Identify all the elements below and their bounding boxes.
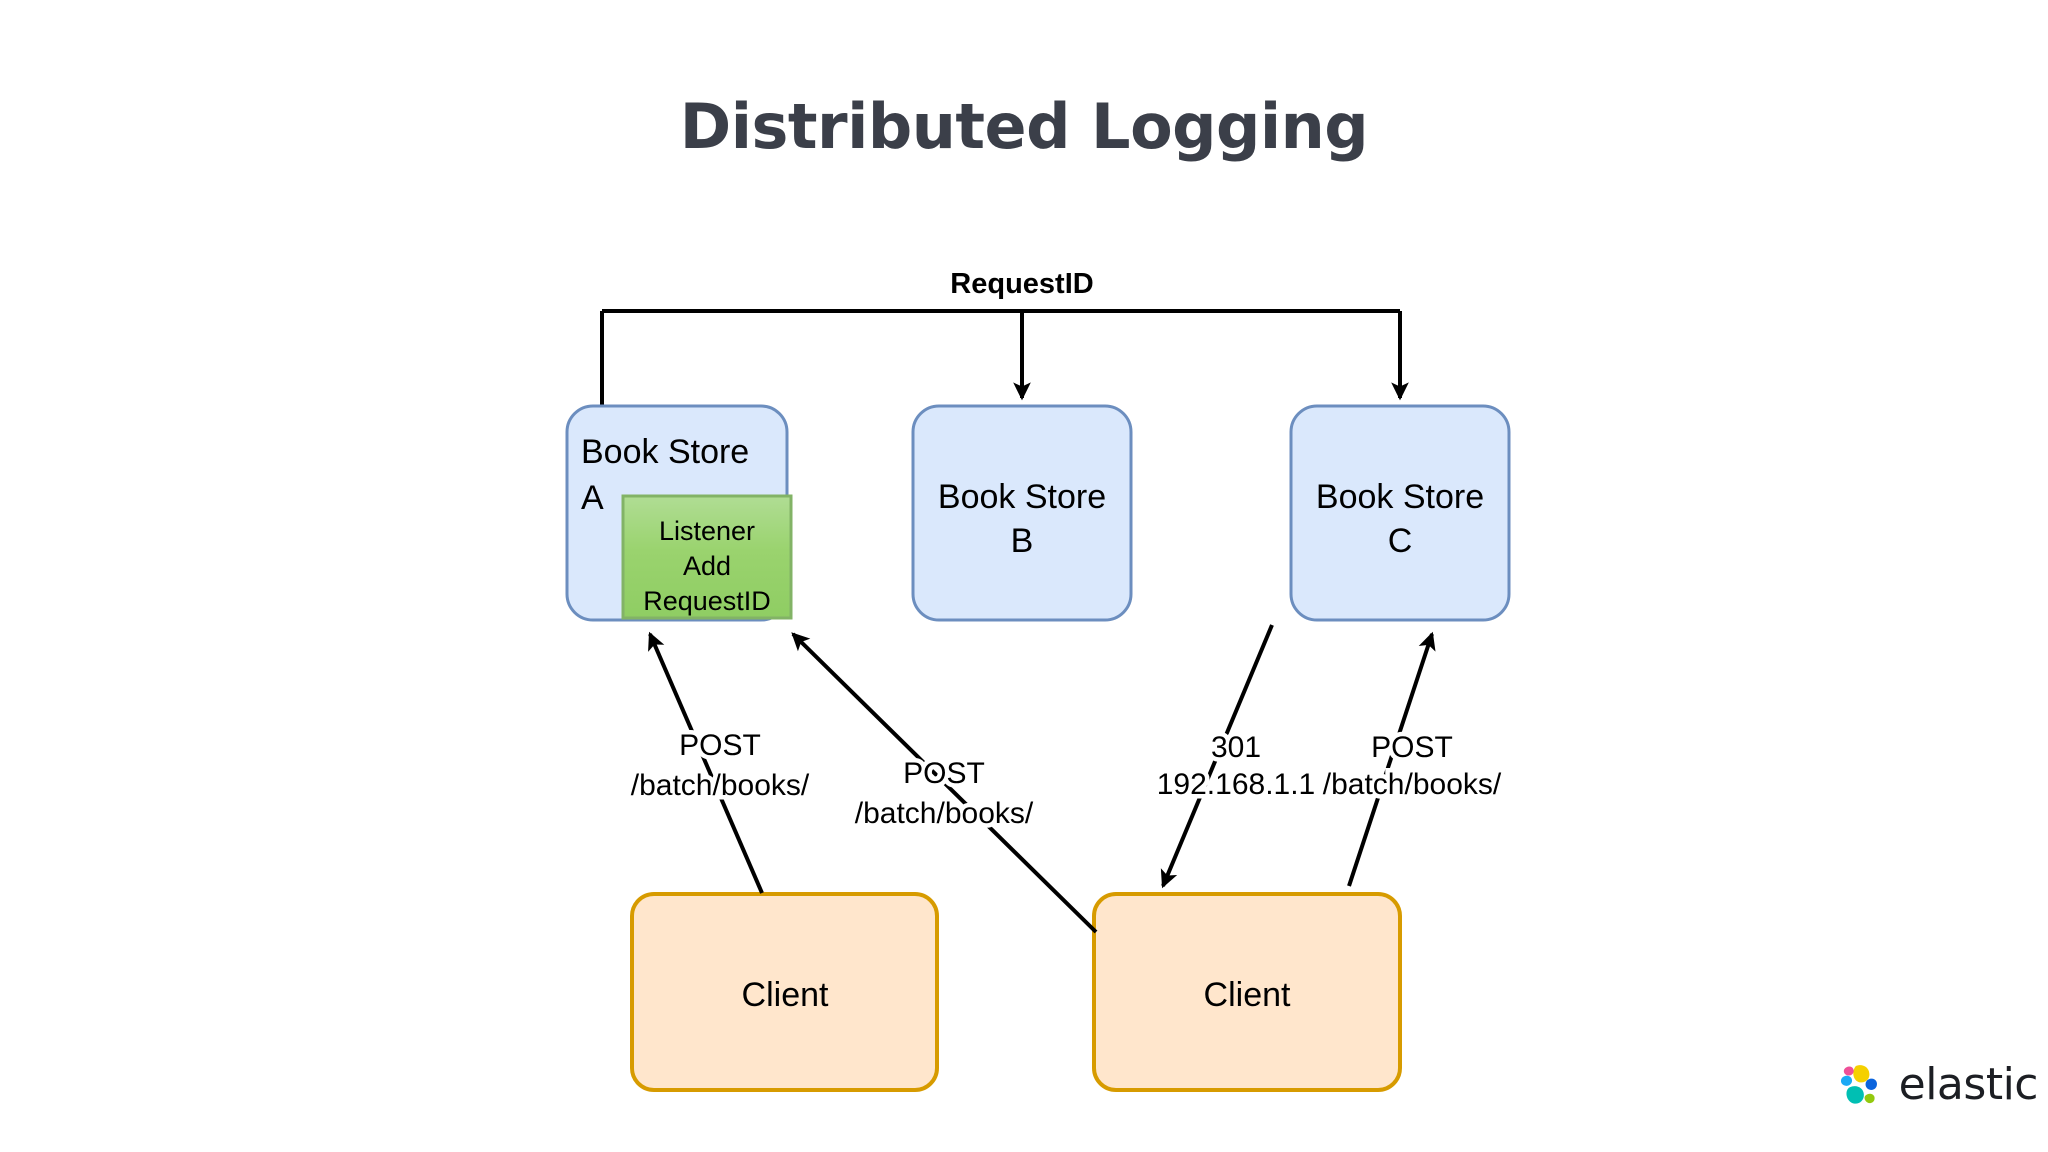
book-store-a-label-line1: Book Store <box>581 433 749 471</box>
node-listener-add-requestid[interactable]: Listener Add RequestID <box>621 494 793 620</box>
edge-label-post-right-client-to-c: POST /batch/books/ <box>1318 727 1506 806</box>
book-store-b-label-line1: Book Store <box>938 478 1106 516</box>
listener-label-line1: Listener <box>659 516 755 546</box>
elastic-cluster-icon <box>1840 1065 1877 1104</box>
book-store-b-label-line2: B <box>1011 522 1034 560</box>
edge-label-post-left-client: POST /batch/books/ <box>626 725 814 807</box>
client-right-box <box>1092 892 1402 1092</box>
elastic-wordmark: elastic <box>1898 1059 2039 1110</box>
node-client-right[interactable]: Client <box>1092 892 1402 1092</box>
listener-box <box>621 494 793 620</box>
edge-label-post-right-client-to-a: POST /batch/books/ <box>850 753 1038 835</box>
book-store-c-label-line1: Book Store <box>1316 478 1484 516</box>
requestid-tree: RequestID <box>600 268 1409 409</box>
elastic-logo: elastic <box>1838 1042 2039 1128</box>
edge-redirect-store-c-to-right-client <box>1160 624 1274 889</box>
book-store-a-label-line2: A <box>581 479 604 517</box>
client-left-label: Client <box>742 976 829 1014</box>
edge-label-post-left-client-line1: POST <box>679 729 761 762</box>
edge-label-post-right-client-to-a-line1: POST <box>903 757 985 790</box>
node-client-left[interactable]: Client <box>630 892 939 1092</box>
edge-label-redirect-301: 301 192.168.1.1 <box>1152 727 1319 806</box>
edge-label-post-left-client-line2: /batch/books/ <box>631 769 810 802</box>
node-book-store-c[interactable]: Book Store C <box>1289 404 1511 622</box>
book-store-c-label-line2: C <box>1388 522 1413 560</box>
edge-label-post-right-client-to-a-line2: /batch/books/ <box>855 797 1034 830</box>
node-book-store-b[interactable]: Book Store B <box>911 404 1133 622</box>
client-left-box <box>630 892 939 1092</box>
edge-label-post-right-client-to-c-line2: /batch/books/ <box>1323 768 1502 801</box>
listener-label-line3: RequestID <box>643 586 771 616</box>
book-store-c-box <box>1289 404 1511 622</box>
edge-label-redirect-301-line2: 192.168.1.1 <box>1157 768 1315 801</box>
edge-post-right-client-to-store-c <box>1347 631 1436 887</box>
client-right-label: Client <box>1204 976 1291 1014</box>
edge-label-post-right-client-to-c-line1: POST <box>1371 731 1453 764</box>
page-title: Distributed Logging <box>679 90 1369 163</box>
requestid-tree-label: RequestID <box>950 268 1093 300</box>
book-store-b-box <box>911 404 1133 622</box>
edge-post-right-client-to-store-a <box>791 632 1098 934</box>
listener-label-line2: Add <box>683 551 731 581</box>
edge-post-left-client-to-store-a <box>648 631 764 894</box>
edge-label-redirect-301-line1: 301 <box>1211 731 1261 764</box>
